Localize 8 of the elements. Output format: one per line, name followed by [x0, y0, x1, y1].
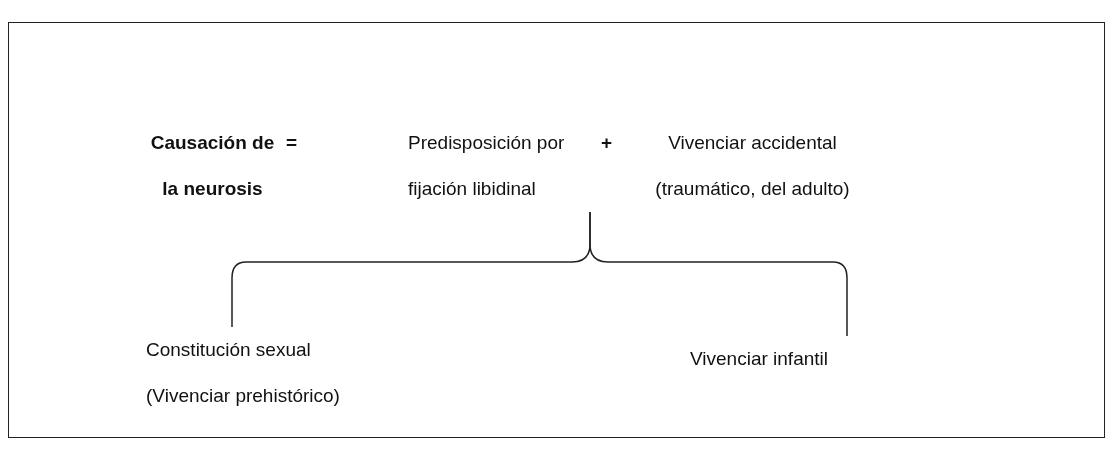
brace-line: [589, 211, 848, 337]
operator-symbol: +: [601, 131, 613, 155]
text-label: Predisposición por fijación libidinal: [408, 120, 598, 212]
text-label: Vivenciar accidental (traumático, del adulto): [630, 120, 875, 212]
text-label: Causación de la neurosis: [145, 120, 280, 212]
text-label: Vivenciar infantil: [690, 336, 870, 382]
operator-symbol: =: [286, 131, 298, 155]
text-label: Constitución sexual (Vivenciar prehistórico): [146, 327, 386, 419]
